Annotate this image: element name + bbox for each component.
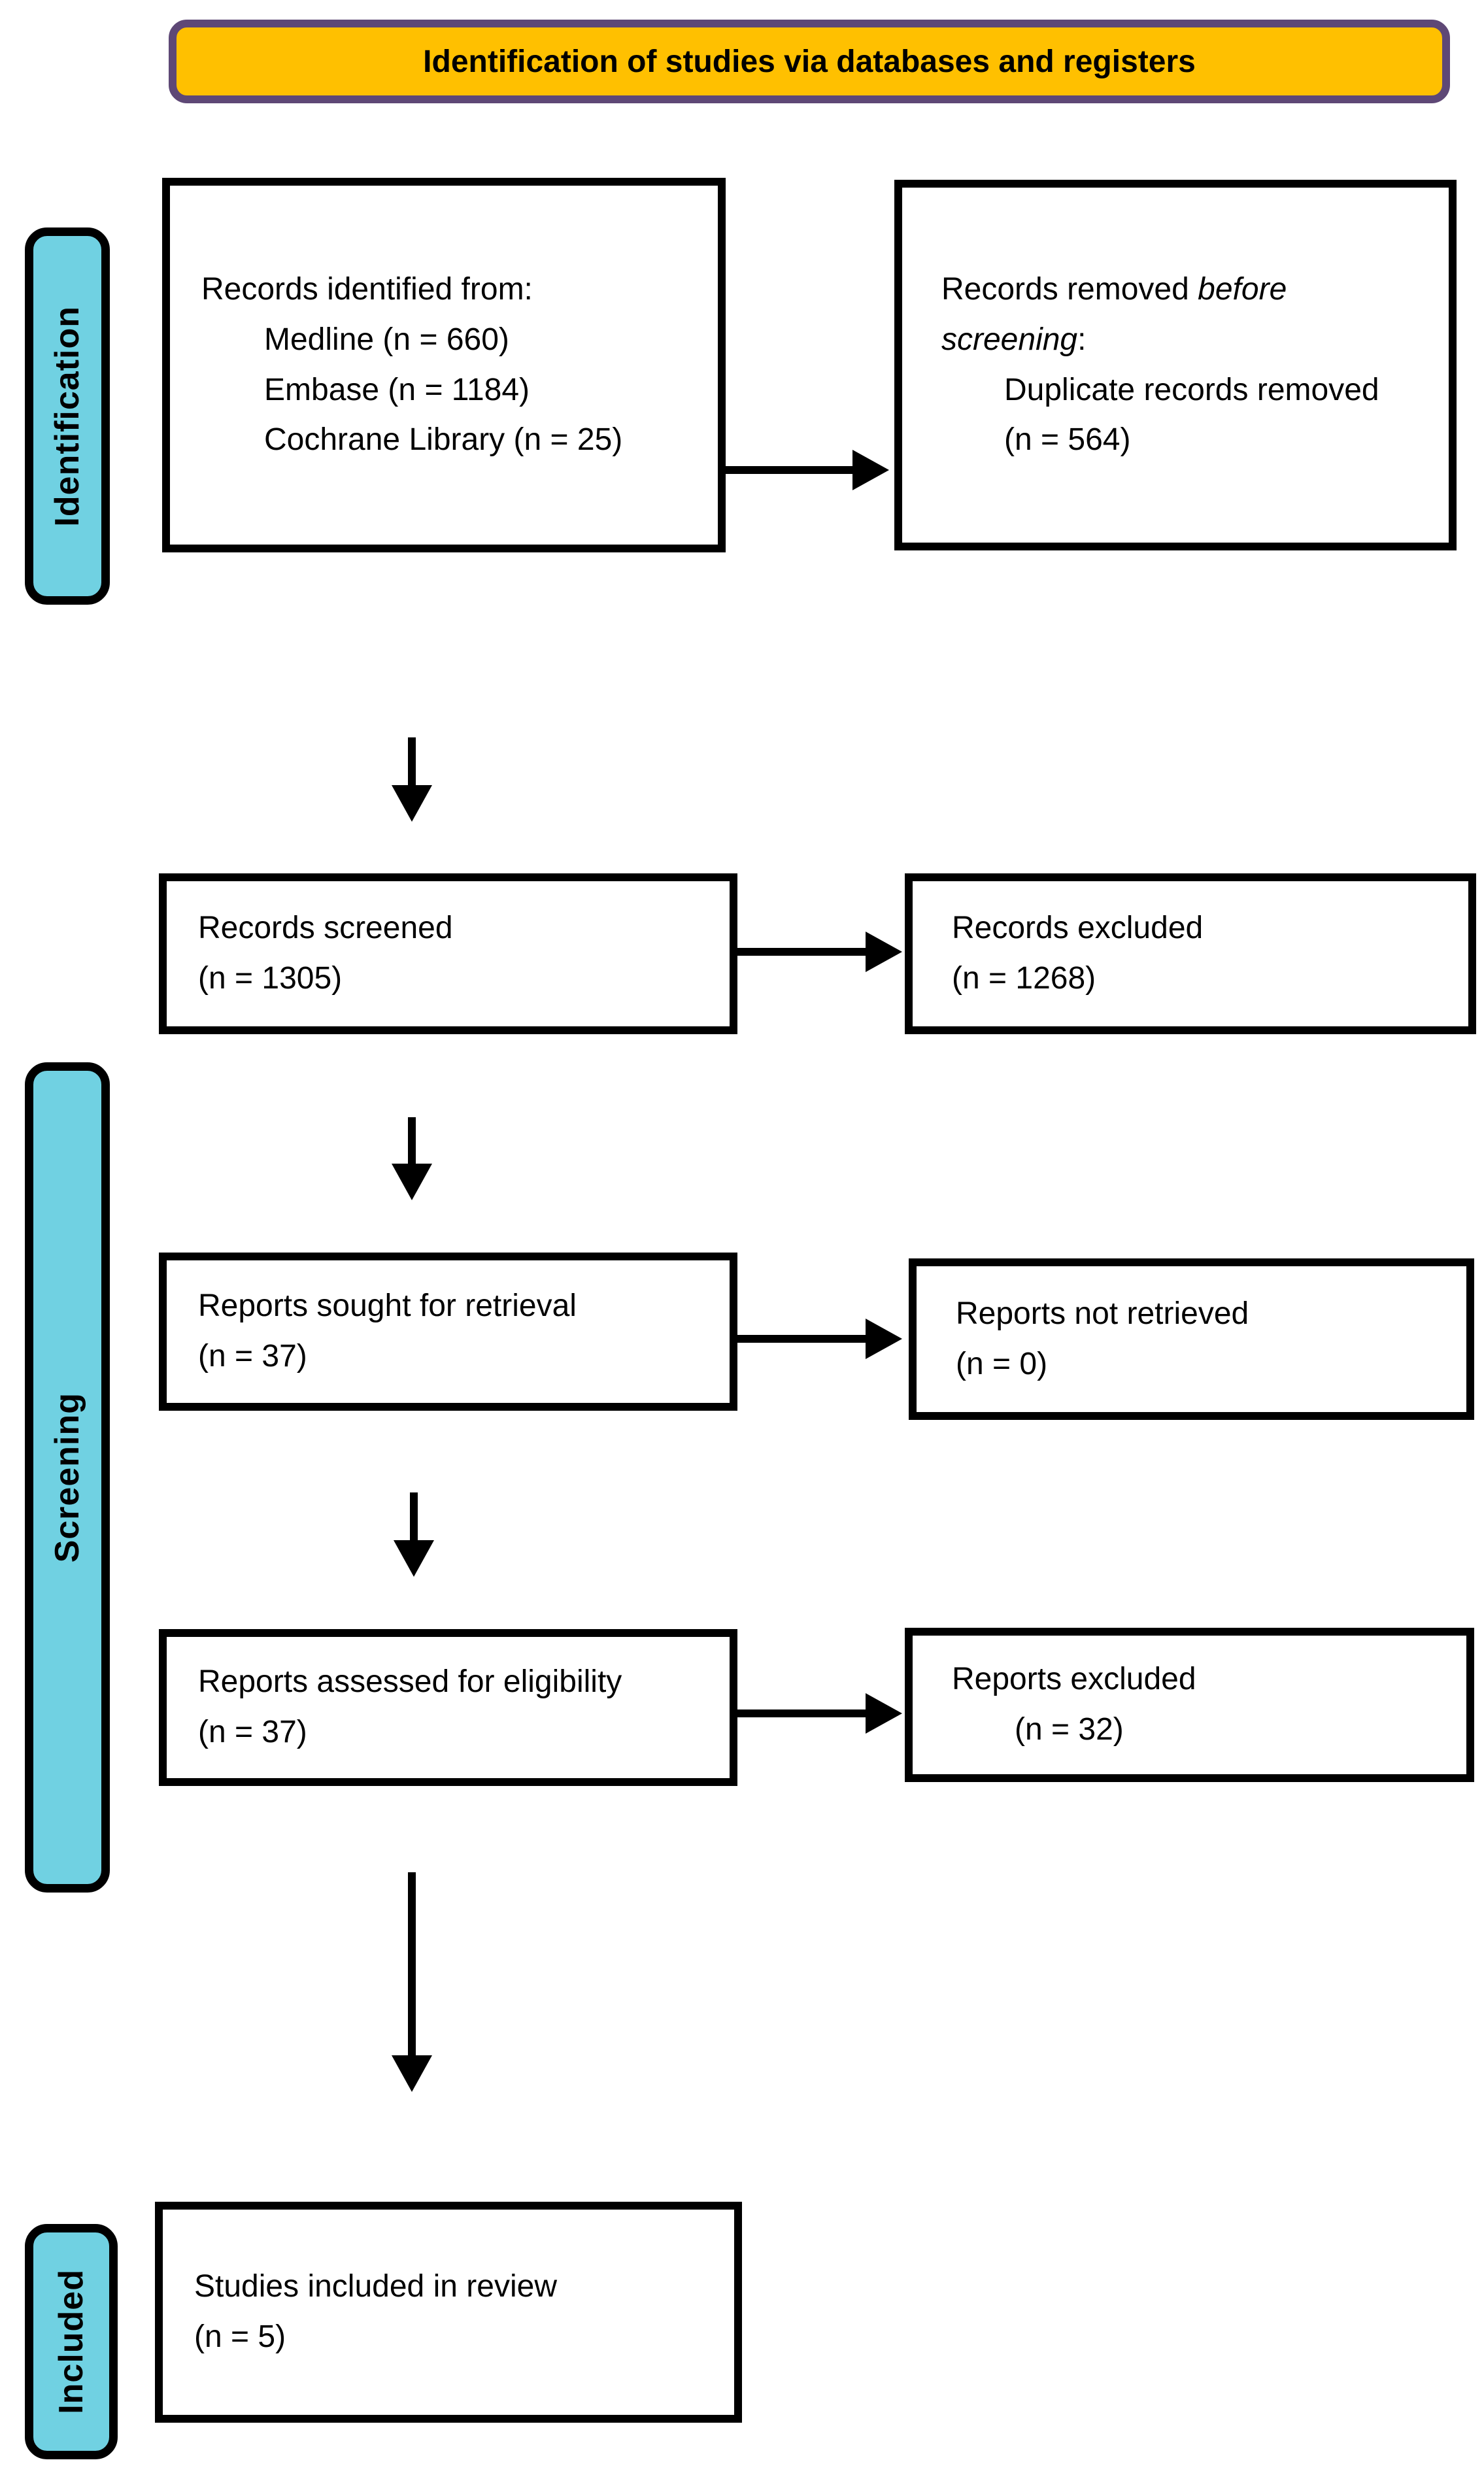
box-text-line: Reports assessed for eligibility	[198, 1664, 622, 1700]
box-reports-not-retrieved: Reports not retrieved (n = 0)	[909, 1258, 1474, 1420]
arrow-head-down-icon	[394, 1540, 434, 1577]
box-text-line: Reports not retrieved	[956, 1296, 1249, 1331]
stage-bar-identification: Identification	[25, 227, 110, 605]
box-text-line: Records identified from:	[201, 271, 533, 307]
stage-label-screening: Screening	[48, 1392, 86, 1563]
arrow-head-down-icon	[392, 785, 432, 822]
arrow-shaft	[408, 1117, 416, 1166]
arrow-identified-to-removed	[726, 450, 889, 490]
arrow-head-right-icon	[852, 450, 889, 490]
arrow-shaft	[408, 1872, 416, 2057]
box-text-line: Reports sought for retrieval	[198, 1288, 577, 1324]
arrow-head-down-icon	[392, 1164, 432, 1200]
arrow-head-right-icon	[866, 1693, 902, 1734]
box-text-line: (n = 5)	[194, 2319, 286, 2354]
box-text-line: (n = 37)	[198, 1339, 307, 1373]
box-text-line: Medline (n = 660)	[264, 322, 509, 357]
box-studies-included: Studies included in review (n = 5)	[155, 2202, 742, 2423]
box-reports-excluded: Reports excluded (n = 32)	[905, 1628, 1474, 1782]
arrow-sought-to-not-retrieved	[737, 1319, 902, 1359]
arrow-assessed-to-included	[392, 1872, 432, 2092]
box-text-line: (n = 37)	[198, 1715, 307, 1749]
stage-label-identification: Identification	[48, 305, 86, 527]
box-text-line: (n = 0)	[956, 1346, 1048, 1381]
stage-bar-screening: Screening	[25, 1062, 110, 1893]
arrow-shaft	[726, 466, 856, 474]
stage-bar-included: Included	[25, 2224, 118, 2459]
box-text-line: Records removed before	[941, 271, 1287, 307]
box-records-excluded: Records excluded (n = 1268)	[905, 873, 1476, 1034]
stage-label-included: Included	[52, 2269, 90, 2414]
arrow-assessed-to-reports-excluded	[737, 1693, 902, 1734]
arrow-shaft	[737, 948, 869, 956]
box-text-line: screening:	[941, 322, 1087, 357]
box-text-line: Cochrane Library (n = 25)	[264, 422, 623, 458]
arrow-head-right-icon	[866, 932, 902, 972]
arrow-screened-to-sought	[392, 1117, 432, 1200]
box-text-line: Studies included in review	[194, 2269, 557, 2304]
banner-identification-via-databases: Identification of studies via databases …	[169, 20, 1450, 103]
box-text-line: Duplicate records removed	[1004, 372, 1379, 407]
box-text-line: (n = 32)	[1015, 1712, 1124, 1747]
box-text-line: (n = 1268)	[952, 961, 1096, 996]
arrow-screened-to-excluded	[737, 932, 902, 972]
box-records-identified: Records identified from: Medline (n = 660…	[162, 178, 726, 552]
arrow-identified-to-screened	[392, 737, 432, 822]
arrow-shaft	[737, 1335, 869, 1343]
box-text-line: (n = 1305)	[198, 961, 343, 996]
arrow-shaft	[408, 737, 416, 787]
box-reports-sought: Reports sought for retrieval (n = 37)	[159, 1253, 737, 1411]
box-text-line: (n = 564)	[1004, 422, 1131, 458]
box-reports-assessed: Reports assessed for eligibility (n = 37)	[159, 1629, 737, 1786]
arrow-head-down-icon	[392, 2055, 432, 2092]
arrow-head-right-icon	[866, 1319, 902, 1359]
box-text-line: Records excluded	[952, 911, 1204, 946]
arrow-shaft	[410, 1492, 418, 1542]
arrow-shaft	[737, 1709, 869, 1717]
box-records-removed-before-screening: Records removed before screening: Duplicat…	[894, 180, 1457, 550]
arrow-sought-to-assessed	[394, 1492, 434, 1577]
box-text-line: Records screened	[198, 911, 453, 946]
box-text-line: Embase (n = 1184)	[264, 372, 530, 407]
box-records-screened: Records screened (n = 1305)	[159, 873, 737, 1034]
box-text-line: Reports excluded	[952, 1662, 1196, 1697]
